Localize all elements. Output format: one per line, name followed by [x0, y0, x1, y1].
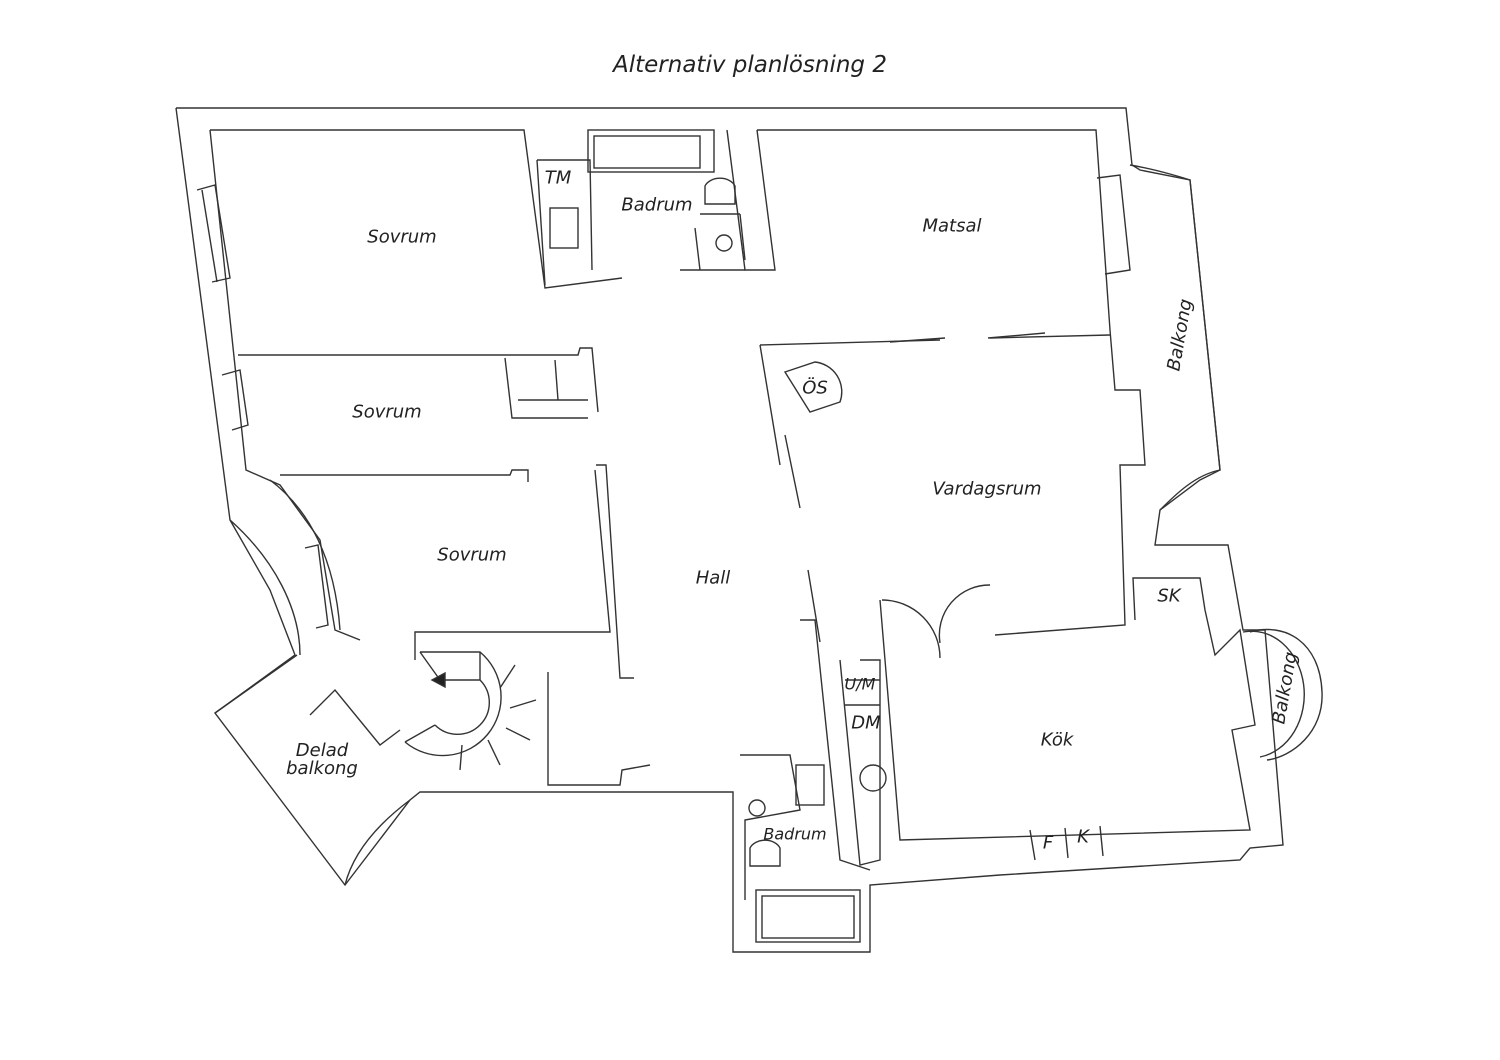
balconies: [214, 164, 1323, 886]
room-label-sovrum-3: Sovrum: [437, 544, 507, 566]
room-label-dm: DM: [851, 712, 881, 734]
doors: [783, 332, 1046, 659]
room-label-um: U/M: [844, 674, 876, 694]
room-label-kok: Kök: [1040, 729, 1074, 751]
spiral-stair: [404, 651, 537, 771]
fixtures: [549, 129, 887, 943]
room-label-delad-balkong: Delad balkong: [286, 740, 358, 779]
room-label-badrum-lower: Badrum: [763, 824, 827, 844]
interior-walls: [238, 129, 1111, 861]
room-label-sovrum-2: Sovrum: [352, 401, 422, 423]
room-label-sk: SK: [1157, 585, 1181, 607]
room-label-sovrum-1: Sovrum: [367, 226, 437, 248]
room-label-matsal: Matsal: [922, 215, 982, 237]
windows: [196, 174, 1131, 629]
outer-walls: [175, 107, 1284, 953]
room-label-hall: Hall: [695, 567, 731, 589]
page-title: Alternativ planlösning 2: [613, 52, 887, 78]
room-label-k: K: [1077, 826, 1089, 848]
room-label-f: F: [1042, 832, 1054, 854]
room-label-tm: TM: [544, 167, 572, 189]
room-label-badrum-upper: Badrum: [621, 194, 693, 216]
room-label-vardagsrum: Vardagsrum: [932, 478, 1042, 500]
room-label-os: ÖS: [802, 377, 828, 399]
